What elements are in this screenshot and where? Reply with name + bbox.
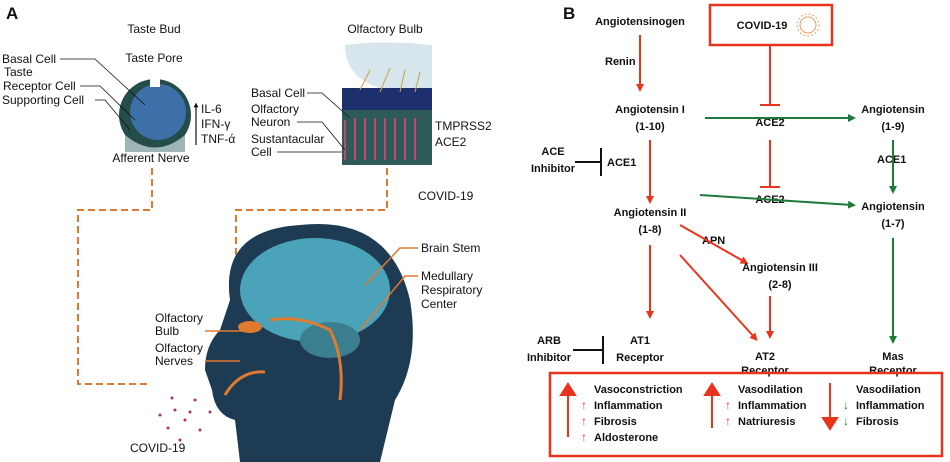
olfactory-bulb-title: Olfactory Bulb [347,22,423,36]
mas-2: Receptor [869,365,917,377]
basal-cell-label: Basal Cell [2,52,56,66]
up-arrow-icon: ↑ [581,430,587,444]
head-leader-lines [205,330,245,362]
taste-pore-label: Taste Pore [125,51,183,65]
covid-label-top: COVID-19 [418,189,474,203]
ace2-label-a: ACE2 [435,135,467,149]
at1-1: AT1 [630,335,650,347]
at2-1: AT2 [755,351,775,363]
mas-big-down-arrow [821,383,839,431]
ang3: Angiotensin III [742,262,818,274]
down-arrow-icon: ↓ [843,414,849,428]
sustentacular-label-2: Cell [251,145,272,159]
ang3-range: (2-8) [768,279,792,291]
arb-2: Inhibitor [527,352,572,364]
ace1-right: ACE1 [877,154,906,166]
afferent-nerve-label: Afferent Nerve [112,151,189,165]
ang19-range: (1-9) [881,121,905,133]
ang2-to-at2-arrow [679,254,758,341]
up-arrow-icon: ↑ [581,414,587,428]
brain-stem-label: Brain Stem [421,241,480,255]
mas-effect-0: Vasodilation [856,384,921,396]
taste-bud-illustration [119,75,191,152]
up-arrow-icon: ↑ [725,414,731,428]
cytokine-tnf: TNF-ά [201,132,235,146]
ace-inhibitor-2: Inhibitor [531,163,576,175]
head-olf-bulb-2: Bulb [155,324,179,338]
cytokine-ifn: IFN-γ [201,117,230,131]
olf-leader-lines [277,92,351,153]
at1-2: Receptor [616,352,664,364]
ang2-to-ang3-arrow [679,224,749,264]
olf-basal-cell-label: Basal Cell [251,86,305,100]
olf-neuron-label-1: Olfactory [251,102,299,116]
mas-1: Mas [882,351,903,363]
at1-effect-0: Vasoconstriction [594,384,683,396]
at1-effect-3: Aldosterone [594,432,658,444]
at1-effect-2: Fibrosis [594,416,637,428]
ang1: Angiotensin I [615,104,685,116]
covid-label-bottom: COVID-19 [130,441,186,455]
cytokine-il6: IL-6 [201,102,222,116]
mas-effect-1: Inflammation [856,400,925,412]
ace2-top: ACE2 [755,117,784,129]
covid-label: COVID-19 [737,20,788,32]
olf-neuron-label-2: Neuron [251,115,290,129]
at2-2: Receptor [741,365,789,377]
ace1-left: ACE1 [607,157,636,169]
at2-big-up-arrow [703,382,721,428]
covid-inhibit-ace2 [760,45,780,106]
tmprss2-label: TMPRSS2 [435,119,492,133]
angiotensinogen: Angiotensinogen [595,16,685,28]
taste-bud-title: Taste Bud [127,22,180,36]
effects-box [548,371,944,458]
ang17: Angiotensin [861,201,925,213]
sustentacular-label-1: Sustantacular [251,132,324,146]
medullary-label-2: Respiratory [421,283,482,297]
ace2-mid-inhibit [760,140,780,188]
taste-leader-lines [60,58,146,131]
ace-inhibitor-1: ACE [541,146,564,158]
head-illustration [205,223,413,462]
renin-label: Renin [605,56,636,68]
at1-effect-1: Inflammation [594,400,663,412]
panel-b-label: B [563,4,575,23]
arb-1: ARB [537,335,561,347]
ang17-range: (1-7) [881,218,905,230]
virus-particles [158,396,212,442]
ang1-range: (1-10) [635,121,665,133]
up-arrow-icon: ↑ [581,398,587,412]
supporting-cell-label: Supporting Cell [2,93,84,107]
arb-tbar [573,336,604,364]
brainstem-leader-lines [359,247,418,331]
medullary-label-3: Center [421,297,457,311]
ang2: Angiotensin II [614,207,687,219]
taste-receptor-label-1: Taste [4,65,33,79]
taste-dashed-connector [77,168,153,385]
head-olf-nerves-2: Nerves [155,354,193,368]
up-arrow-icon: ↑ [725,398,731,412]
head-olf-nerves-1: Olfactory [155,341,203,355]
down-arrow-icon: ↓ [843,398,849,412]
at2-effect-2: Natriuresis [738,416,795,428]
apn-label: APN [702,235,725,247]
ang2-to-ang17-arrow [699,194,856,209]
ang19: Angiotensin [861,104,925,116]
head-olf-bulb-1: Olfactory [155,311,203,325]
taste-receptor-label-2: Receptor Cell [3,79,76,93]
olfactory-dashed-connector [235,168,388,300]
at2-effect-0: Vasodilation [738,384,803,396]
mas-effect-2: Fibrosis [856,416,899,428]
olfactory-illustration [342,42,432,165]
ang2-range: (1-8) [638,224,662,236]
panel-a-label: A [6,4,18,23]
at1-big-up-arrow [559,382,577,437]
ace-inhibitor-tbar [575,148,602,176]
at2-effect-1: Inflammation [738,400,807,412]
virus-icon [796,13,820,37]
medullary-label-1: Medullary [421,269,473,283]
